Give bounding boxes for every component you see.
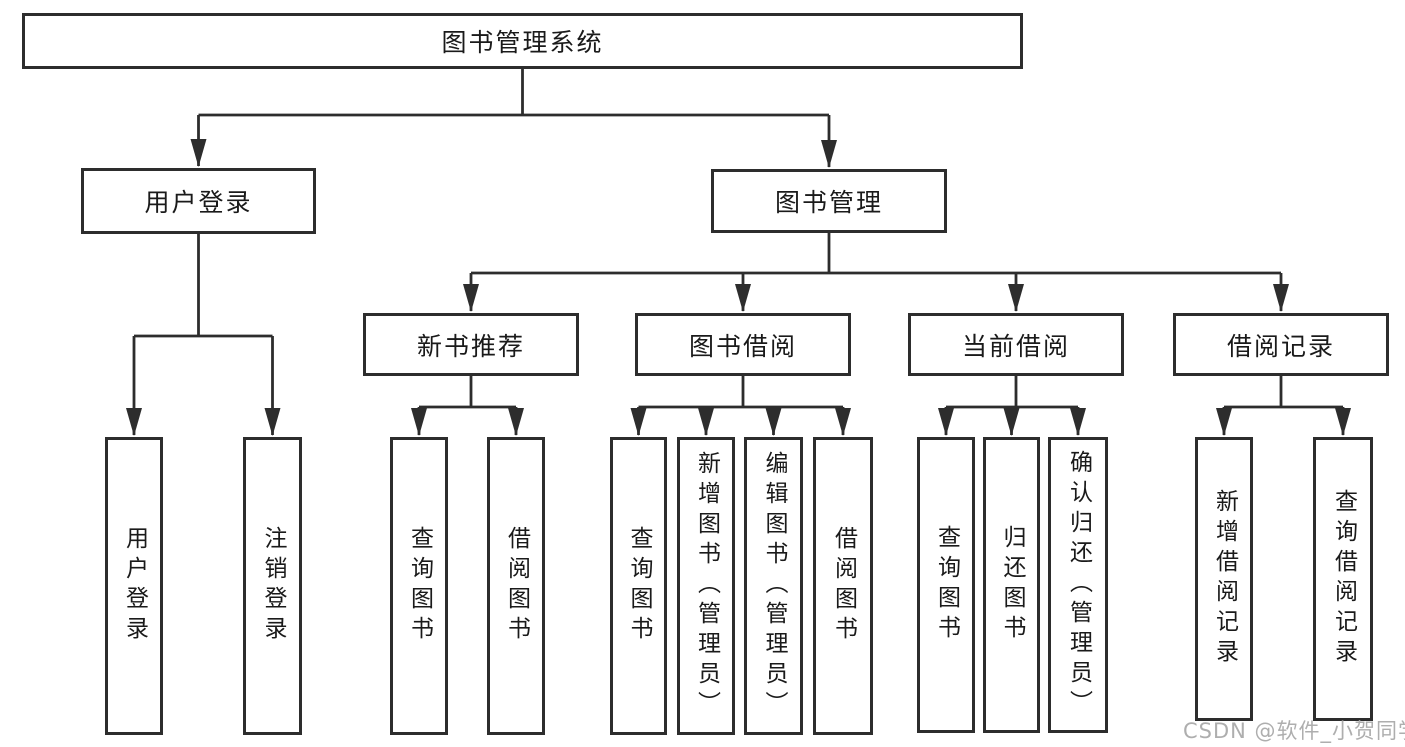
leaf-cb-confirm-return-admin: 确认归还（管理员） <box>1048 437 1108 733</box>
leaf-logout: 注销登录 <box>243 437 302 735</box>
node-label: 图书管理系统 <box>441 28 604 57</box>
leaf-nb-query-book: 查询图书 <box>390 437 448 735</box>
node-label: 借阅记录 <box>1226 331 1335 361</box>
node-label: 借阅图书 <box>503 526 530 646</box>
node-label: 用户登录 <box>144 188 253 217</box>
node-label: 编辑图书（管理员） <box>761 451 787 721</box>
leaf-br-add-record: 新增借阅记录 <box>1195 437 1253 721</box>
node-label: 用户登录 <box>121 526 148 646</box>
node-label: 图书借阅 <box>688 331 797 361</box>
node-label: 新增图书（管理员） <box>693 451 720 721</box>
leaf-nb-borrow-book: 借阅图书 <box>487 437 545 735</box>
node-label: 图书管理 <box>774 188 883 217</box>
node-book-management: 图书管理 <box>711 169 947 233</box>
leaf-br-query-record: 查询借阅记录 <box>1313 437 1373 721</box>
leaf-cb-query-book: 查询图书 <box>917 437 975 733</box>
node-label: 查询图书 <box>406 526 433 646</box>
node-label: 新增借阅记录 <box>1211 489 1238 669</box>
node-label: 查询图书 <box>626 526 652 646</box>
node-label: 借阅图书 <box>830 526 857 646</box>
leaf-cb-return-book: 归还图书 <box>983 437 1040 733</box>
node-label: 新书推荐 <box>416 331 525 361</box>
node-borrow-records: 借阅记录 <box>1173 313 1389 376</box>
csdn-watermark: CSDN @软件_小贺同学 <box>1183 719 1405 743</box>
node-label: 归还图书 <box>999 525 1025 645</box>
node-label: 确认归还（管理员） <box>1065 450 1092 720</box>
leaf-bb-add-book-admin: 新增图书（管理员） <box>677 437 735 735</box>
leaf-bb-edit-book-admin: 编辑图书（管理员） <box>744 437 803 735</box>
node-library-management-system: 图书管理系统 <box>22 13 1023 69</box>
node-label: 查询图书 <box>933 525 960 645</box>
leaf-bb-query-book: 查询图书 <box>610 437 667 735</box>
leaf-user-login: 用户登录 <box>105 437 163 735</box>
leaf-bb-borrow-book: 借阅图书 <box>813 437 873 735</box>
node-label: 查询借阅记录 <box>1330 489 1357 669</box>
node-label: 当前借阅 <box>961 331 1070 361</box>
node-user-login: 用户登录 <box>81 168 316 234</box>
node-book-borrow: 图书借阅 <box>635 313 851 376</box>
node-current-borrow: 当前借阅 <box>908 313 1124 376</box>
node-label: 注销登录 <box>260 526 286 646</box>
node-new-book-recommend: 新书推荐 <box>363 313 579 376</box>
